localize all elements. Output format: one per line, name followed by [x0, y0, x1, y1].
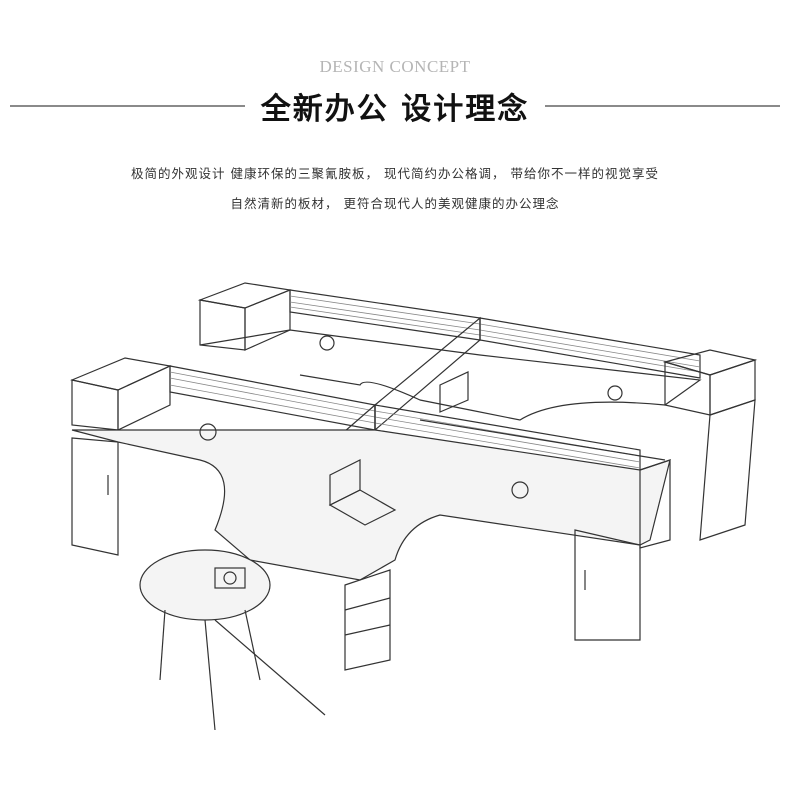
page-title: 全新办公 设计理念 — [260, 92, 530, 127]
description-line-1: 极简的外观设计 健康环保的三聚氰胺板， 现代简约办公格调， 带给你不一样的视觉享… — [131, 166, 659, 181]
mobile-pedestal — [344, 569, 391, 671]
back-desks — [199, 329, 702, 461]
round-table — [139, 549, 326, 731]
divider-right — [545, 105, 780, 107]
laptops — [328, 371, 469, 526]
design-concept-label: DESIGN CONCEPT — [319, 57, 471, 76]
plants — [199, 335, 623, 499]
desk-front — [71, 429, 671, 641]
cabinet-back-right — [662, 349, 758, 541]
cabinet-left — [70, 357, 172, 556]
divider-left — [10, 105, 245, 107]
office-workstation-sketch — [70, 282, 758, 731]
cabinet-back-left — [197, 282, 293, 351]
description-line-2: 自然清新的板材， 更符合现代人的美观健康的办公理念 — [230, 196, 560, 211]
back-partition — [289, 289, 701, 379]
